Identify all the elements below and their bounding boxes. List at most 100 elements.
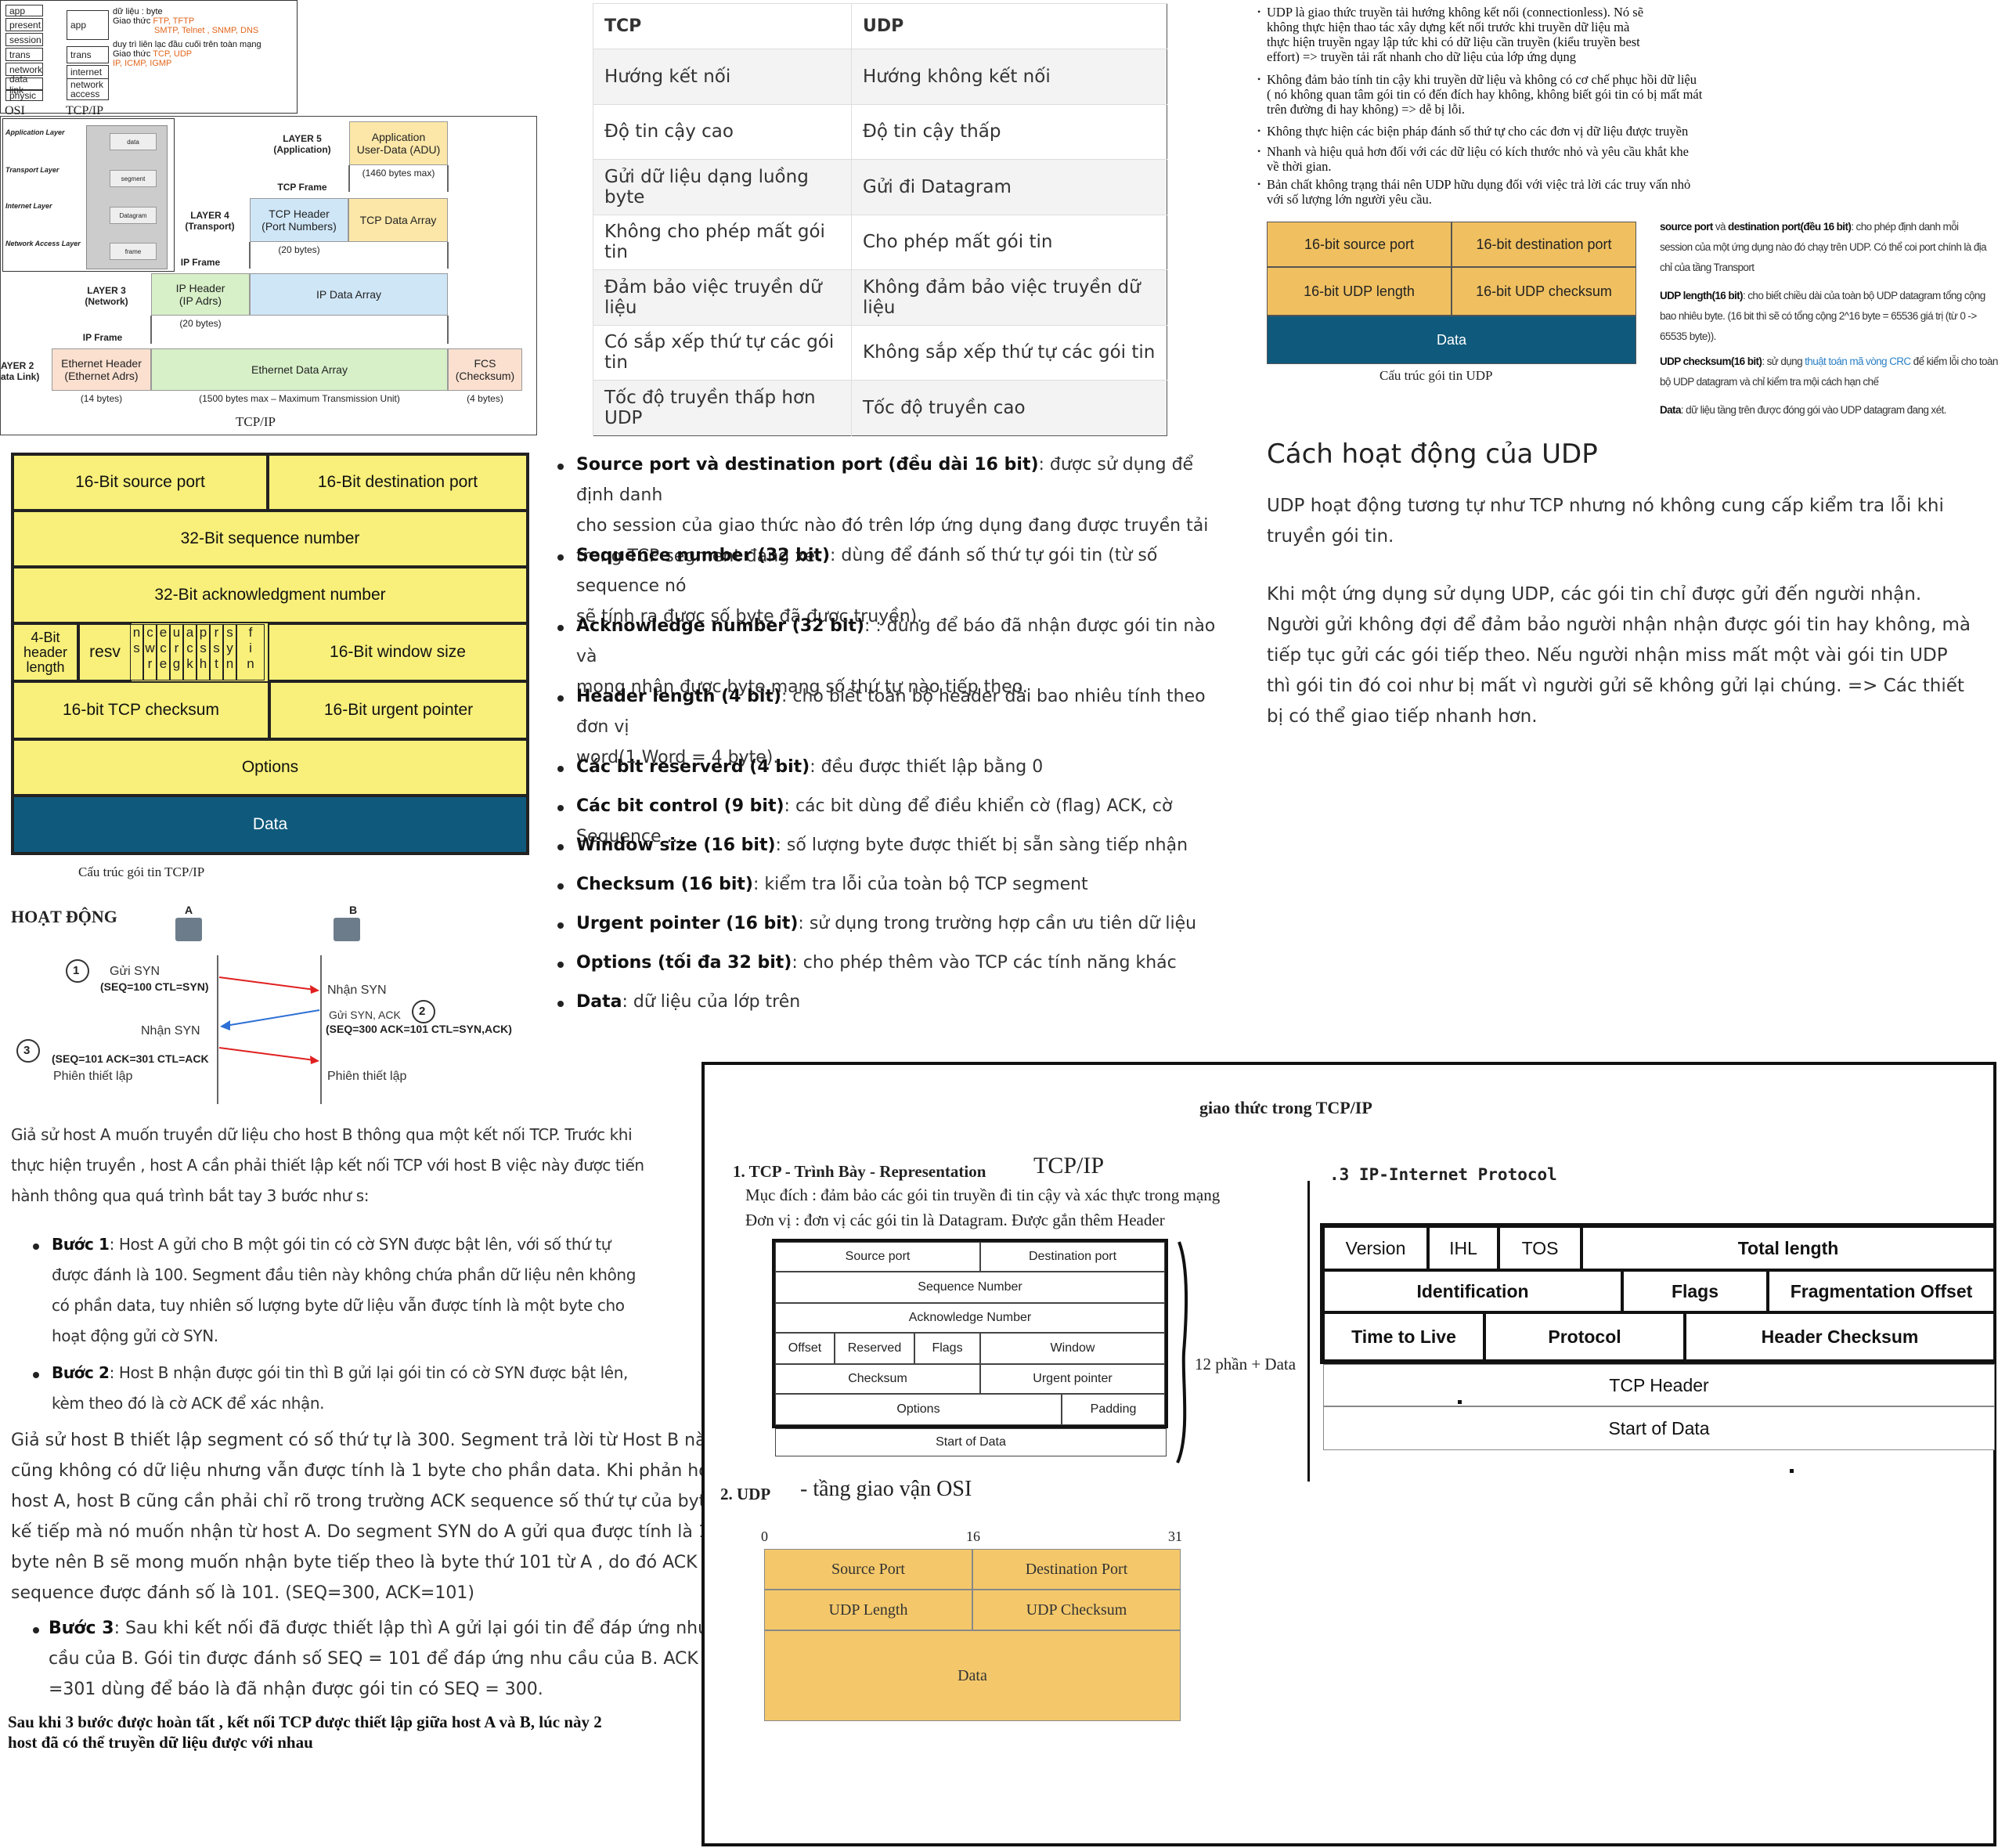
app-data-box: Application User-Data (ADU): [349, 121, 448, 165]
tcp-flag-ack: a c k: [183, 624, 197, 680]
eth-data-box: Ethernet Data Array: [151, 348, 448, 391]
udp-side-notes: source port và destination port(đều 16 b…: [1660, 217, 1998, 420]
bytes-4: (4 bytes): [467, 393, 503, 404]
tcp-window-size: 16-Bit window size: [268, 623, 528, 681]
encap-caption: TCP/IP: [236, 414, 276, 429]
send-synack-seq: (SEQ=300 ACK=101 CTL=SYN,ACK): [326, 1023, 512, 1035]
udp-dst-port-field: 16-bit destination port: [1452, 222, 1636, 267]
udp-length-field: 16-bit UDP length: [1267, 267, 1452, 316]
tcp-checksum: 16-bit TCP checksum: [13, 681, 269, 739]
encapsulation-diagram: Application Layer Transport Layer Intern…: [0, 116, 537, 435]
ip-frame-label: IP Frame: [180, 257, 221, 268]
list-item: Các bit control (9 bit): các bit dùng để…: [576, 796, 1173, 846]
udp-note-2: Không đảm bảo tính tin cậy khi truyền dữ…: [1267, 72, 1703, 117]
hs-intro-2: thực hiện truyền , host A cần phải thiết…: [11, 1156, 644, 1175]
tcp-urgent-pointer: 16-Bit urgent pointer: [269, 681, 528, 739]
stack-data: data: [110, 133, 157, 150]
udp-note-5: Bản chất không trạng thái nên UDP hữu dụ…: [1267, 177, 1691, 207]
table-cell: Hướng kết nối: [593, 49, 852, 104]
notes-brace: [1176, 1241, 1188, 1464]
tcp-options: Options: [13, 739, 528, 796]
notes-title: giao thức trong TCP/IP: [1199, 1098, 1372, 1117]
notes-tcp-start-of-data: Start of Data: [775, 1428, 1167, 1456]
tcp-frame-label: TCP Frame: [277, 182, 327, 193]
tcpip-layer-access: network access: [67, 78, 109, 100]
notes-udp-src: Source Port: [764, 1549, 972, 1590]
udp-caption: Cấu trúc gói tin UDP: [1379, 368, 1493, 383]
bytes-20a: (20 bytes): [278, 244, 320, 255]
ip-frame-label-2: IP Frame: [82, 332, 123, 343]
stack-segment: segment: [110, 170, 157, 187]
list-item: Acknowledge number (32 bit): : dùng để b…: [576, 616, 1216, 697]
table-header-tcp: TCP: [593, 3, 852, 49]
notes-ip-ihl: IHL: [1428, 1226, 1498, 1270]
notes-ip-heading: .3 IP-Internet Protocol: [1329, 1165, 1557, 1184]
osi-note-4: duy trì liên lạc đầu cuối trên toàn mạng: [113, 40, 261, 49]
notes-ip-version: Version: [1323, 1226, 1428, 1270]
udp-side-checksum: UDP checksum(16 bit): sử dụng thuật toán…: [1660, 356, 1998, 367]
list-item: Các bit reserverd (4 bit): đều được thiế…: [576, 757, 1044, 777]
tcp-header-diagram: 16-Bit source port 16-Bit destination po…: [11, 453, 529, 855]
udp-how-title: Cách hoạt động của UDP: [1267, 439, 1598, 470]
osi-layer-app: app: [5, 5, 43, 16]
bullet-step1: [33, 1243, 39, 1250]
step-2-badge: 2: [419, 1005, 426, 1018]
osi-layer-trans: trans: [5, 48, 43, 61]
notes-ip-protocol: Protocol: [1484, 1312, 1685, 1361]
table-cell: Hướng không kết nối: [851, 49, 1167, 104]
notes-12-parts: 12 phần + Data: [1195, 1355, 1297, 1373]
fcs-box: FCS (Checksum): [448, 348, 522, 391]
list-item: Sequence number (32 bit): dùng để đánh s…: [576, 546, 1158, 626]
notes-ip-frag-offset: Fragmentation Offset: [1768, 1270, 1995, 1312]
layer2-label: AYER 2 ata Link): [1, 360, 40, 382]
osi-layer-network: network: [5, 63, 43, 76]
layer4-label: LAYER 4 (Transport): [185, 210, 235, 232]
tcp-flag-rst: r s t: [210, 624, 223, 680]
send-syn-label: Gửi SYN: [110, 965, 160, 978]
notes-panel: giao thức trong TCP/IP 1. TCP - Trình Bà…: [701, 1062, 1996, 1846]
stack-label-trans: Transport Layer: [5, 166, 60, 174]
table-cell: Tốc độ truyền cao: [851, 380, 1167, 435]
notes-tcp-dst: Destination port: [980, 1242, 1165, 1272]
send-synack-label: Gửi SYN, ACK: [329, 1009, 401, 1021]
notes-tcp-options: Options: [775, 1394, 1062, 1425]
table-cell: Không sắp xếp thứ tự các gói tin: [851, 324, 1167, 381]
table-cell: Có sắp xếp thứ tự các gói tin: [593, 324, 852, 381]
osi-note-6: IP, ICMP, IGMP: [113, 59, 172, 68]
osi-layer-present: present: [5, 18, 43, 31]
stack-label-internet: Internet Layer: [5, 202, 52, 210]
tcpip-layer-app: app: [67, 10, 109, 40]
tcp-src-port: 16-Bit source port: [13, 454, 268, 511]
udp-side-checksum-2: bộ UDP datagram và chỉ kiểm tra mội cách…: [1660, 376, 1879, 388]
stack-datagram: Datagram: [110, 207, 157, 224]
notes-tcp-table-bottom: [772, 1392, 1168, 1428]
eth-header-box: Ethernet Header (Ethernet Adrs): [52, 348, 151, 391]
table-cell: Không cho phép mất gói tin: [593, 214, 852, 270]
udp-note-4: Nhanh và hiệu quả hơn đối với các dữ liệ…: [1267, 144, 1689, 174]
list-item: Window size (16 bit): số lượng byte được…: [576, 836, 1188, 855]
crc-link[interactable]: thuật toán mã vòng CRC: [1805, 356, 1911, 367]
notes-ink-dot: [1458, 1400, 1462, 1404]
hs-intro-3: hành thông qua quá trình bắt tay 3 bước …: [11, 1186, 370, 1205]
session-established-b: Phiên thiết lập: [327, 1070, 407, 1083]
udp-side-length-3: 65535 byte)).: [1660, 330, 1716, 342]
table-cell: Cho phép mất gói tin: [851, 214, 1167, 270]
session-established-a: Phiên thiết lập: [53, 1070, 133, 1083]
recv-syn-label-a: Nhận SYN: [141, 1024, 200, 1038]
step-3-text: Bước 3: Sau khi kết nối đã được thiết lậ…: [49, 1619, 709, 1699]
udp-side-length-2: bao nhiêu byte. (16 bit thì sẽ có tổng c…: [1660, 310, 1977, 322]
layer3-label: LAYER 3 (Network): [85, 285, 128, 307]
bullet-step2: [33, 1372, 39, 1378]
notes-tcp-window: Window: [980, 1333, 1165, 1364]
notes-unit: Đơn vị : đơn vị các gói tin là Datagram.…: [745, 1211, 1165, 1229]
notes-ip-tos: TOS: [1498, 1226, 1581, 1270]
label-tcpip: TCP/IP: [66, 104, 104, 117]
step-3-badge: 3: [23, 1044, 31, 1057]
tcp-data-box: TCP Data Array: [348, 198, 448, 242]
